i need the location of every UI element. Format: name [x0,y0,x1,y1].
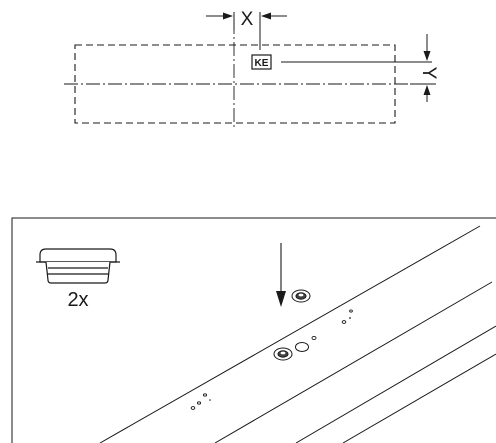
dimension-schematic [64,12,436,130]
y-arrow-top-head [423,51,431,61]
rubber-foot-placed-2 [273,347,293,361]
countertop-edge-upper [99,225,481,443]
x-arrow-left-head [223,12,233,20]
dimension-x-label: X [241,9,254,30]
countertop-edge-lower [214,281,493,443]
rubber-foot-placed-1 [291,289,311,303]
small-hole-1 [311,335,317,341]
x-arrow-right-head [261,12,271,20]
panel-frame [11,217,496,443]
screw-holes-right [341,309,353,324]
installation-panel [11,217,496,443]
dimension-y-label: Y [418,67,439,80]
ke-reference-box [251,54,272,70]
screw-holes-left [190,393,211,410]
insert-arrow-head [276,291,286,307]
appliance-edge-1 [295,325,496,443]
mounting-hole [295,342,309,352]
ke-reference-label: KE [255,58,269,69]
appliance-edge-2 [342,353,496,443]
rubber-foot-icon [36,248,120,284]
y-arrow-bottom-head [423,85,431,95]
quantity-label: 2x [67,289,88,311]
